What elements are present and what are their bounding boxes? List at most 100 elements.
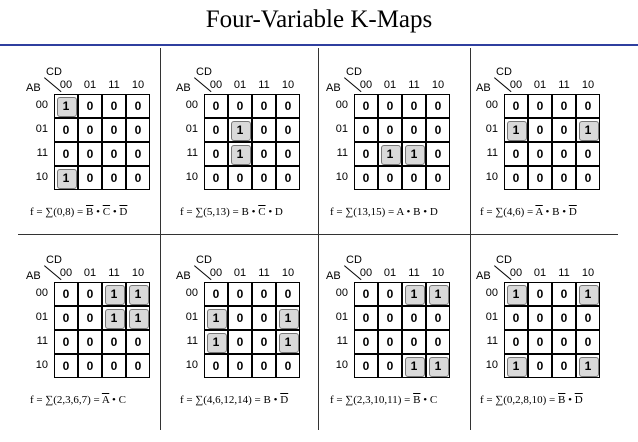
expr-term: • xyxy=(403,206,414,218)
kmap-cell: 0 xyxy=(102,118,126,142)
kmap-cell: 0 xyxy=(354,282,378,306)
expr-equals: = xyxy=(90,394,102,406)
row-header: 01 xyxy=(185,311,198,323)
kmap-cell: 0 xyxy=(54,282,78,306)
group-highlight xyxy=(231,121,251,141)
expr-equals: = xyxy=(524,206,536,218)
row-header: 10 xyxy=(35,359,48,371)
kmap-cell: 0 xyxy=(402,306,426,330)
group-highlight xyxy=(507,121,527,141)
group-highlight xyxy=(579,285,599,305)
kmap-cell: 0 xyxy=(78,142,102,166)
minterm-list: (13,15) xyxy=(353,206,386,218)
row-header: 10 xyxy=(185,359,198,371)
kmap-cell: 0 xyxy=(102,142,126,166)
column-header: 11 xyxy=(558,267,570,279)
expr-term: • xyxy=(109,394,119,406)
kmap-cell: 0 xyxy=(378,166,402,190)
kmap-cell: 0 xyxy=(528,354,552,378)
expr-term: • xyxy=(93,206,103,218)
expr-term: C xyxy=(258,206,266,218)
minterm-list: (4,6,12,14) xyxy=(203,394,252,406)
ab-label: AB xyxy=(26,270,41,282)
kmap-cell: 0 xyxy=(78,118,102,142)
kmap-cell: 0 xyxy=(228,94,252,118)
expr-term: B xyxy=(86,206,94,218)
column-header: 01 xyxy=(83,267,97,279)
kmap-cell: 0 xyxy=(126,354,150,378)
kmap-cell: 1 xyxy=(204,306,228,330)
group-highlight xyxy=(57,97,77,117)
kmap-cell: 1 xyxy=(576,282,600,306)
kmap-cell: 1 xyxy=(426,282,450,306)
kmap-cell: 0 xyxy=(552,94,576,118)
ab-label: AB xyxy=(476,270,491,282)
kmap-cell: 0 xyxy=(126,142,150,166)
column-header: 11 xyxy=(408,79,420,91)
kmap-cell: 1 xyxy=(402,354,426,378)
kmap-cell: 1 xyxy=(276,306,300,330)
boolean-expression: f = ∑(5,13) = B • C • D xyxy=(180,206,283,218)
kmap-cell: 0 xyxy=(378,354,402,378)
kmap-cell: 0 xyxy=(354,118,378,142)
expr-term: C xyxy=(429,394,438,406)
kmap-cell: 0 xyxy=(426,94,450,118)
expr-prefix: f = xyxy=(330,394,346,406)
kmap-cell: 0 xyxy=(378,306,402,330)
expr-equals: = xyxy=(74,206,87,218)
kmap-cell: 0 xyxy=(552,330,576,354)
ab-label: AB xyxy=(476,82,491,94)
kmap-cell: 0 xyxy=(354,142,378,166)
row-header: 10 xyxy=(335,171,348,183)
row-header: 10 xyxy=(485,171,498,183)
boolean-expression: f = ∑(2,3,10,11) = B • C xyxy=(330,394,437,406)
expr-term: D xyxy=(274,206,283,218)
kmap-cell: 0 xyxy=(54,306,78,330)
minterm-list: (0,2,8,10) xyxy=(503,394,547,406)
kmap-cell: 0 xyxy=(402,118,426,142)
kmap-cell: 0 xyxy=(378,94,402,118)
expr-equals: = xyxy=(401,394,414,406)
kmap-cell: 1 xyxy=(402,142,426,166)
column-header: 10 xyxy=(281,267,295,279)
boolean-expression: f = ∑(0,2,8,10) = B • D xyxy=(480,394,583,406)
kmap-cell: 0 xyxy=(552,282,576,306)
column-header: 10 xyxy=(431,267,445,279)
kmap-cell: 0 xyxy=(426,330,450,354)
kmap-cell: 1 xyxy=(576,118,600,142)
expr-equals: = xyxy=(251,394,264,406)
row-header: 01 xyxy=(185,123,198,135)
cd-label: CD xyxy=(346,254,362,266)
kmap-cell: 0 xyxy=(252,166,276,190)
column-header: 01 xyxy=(233,267,247,279)
column-header: 10 xyxy=(431,79,445,91)
expr-term: • xyxy=(420,206,430,218)
group-highlight xyxy=(105,309,125,329)
expr-term: • xyxy=(110,206,120,218)
group-highlight xyxy=(429,357,449,377)
kmap-cell: 0 xyxy=(402,166,426,190)
kmap-cell: 0 xyxy=(252,142,276,166)
expr-prefix: f = xyxy=(180,206,196,218)
minterm-list: (5,13) xyxy=(203,206,230,218)
kmap-cell: 0 xyxy=(276,166,300,190)
ab-label: AB xyxy=(26,82,41,94)
kmap-cell: 0 xyxy=(504,142,528,166)
kmap-cell: 0 xyxy=(504,330,528,354)
kmap-cell: 0 xyxy=(426,166,450,190)
boolean-expression: f = ∑(2,3,6,7) = A • C xyxy=(30,394,126,406)
column-header: 10 xyxy=(581,267,595,279)
row-header: 00 xyxy=(335,287,348,299)
expr-term: D xyxy=(280,394,289,406)
kmap-cell: 1 xyxy=(228,118,252,142)
kmap-cell: 1 xyxy=(126,282,150,306)
row-header: 00 xyxy=(485,287,498,299)
column-header: 11 xyxy=(258,79,270,91)
column-header: 01 xyxy=(383,79,397,91)
kmap-cell: 1 xyxy=(204,330,228,354)
row-header: 10 xyxy=(35,171,48,183)
kmap-cell: 1 xyxy=(54,94,78,118)
boolean-expression: f = ∑(4,6,12,14) = B • D xyxy=(180,394,288,406)
